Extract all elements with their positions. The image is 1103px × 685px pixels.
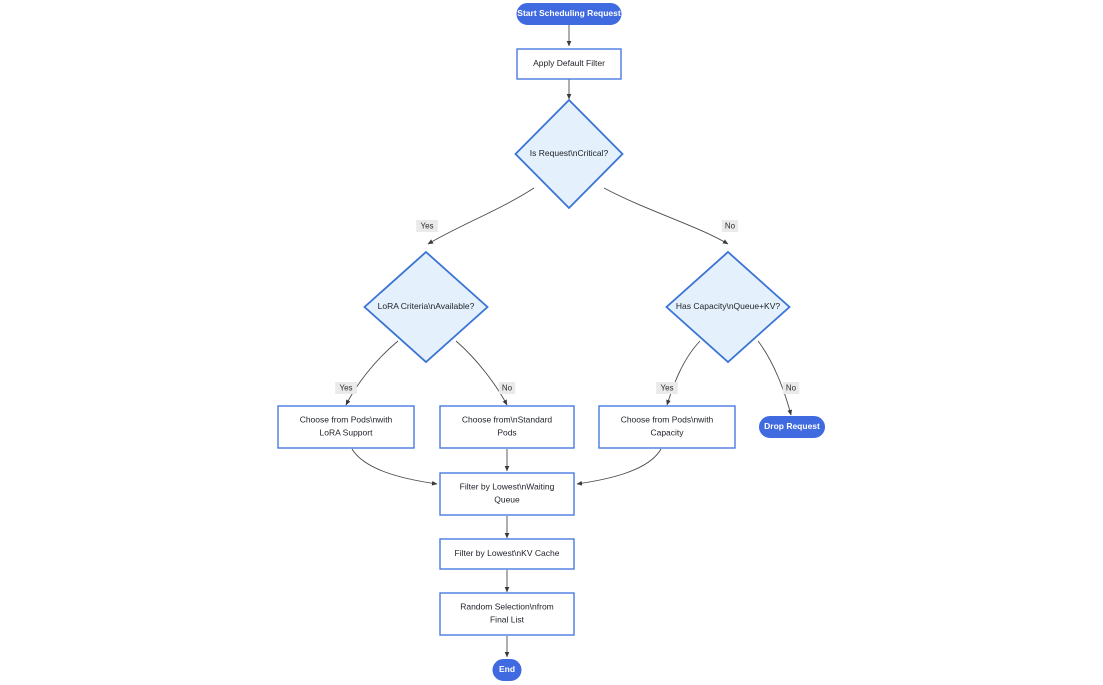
flow-node-is_request_critical[interactable]: Is Request\nCritical? (514, 98, 624, 210)
decision-shape (665, 250, 791, 364)
process-shape (516, 48, 622, 80)
flow-node-drop_request[interactable]: Drop Request (759, 416, 825, 438)
process-shape (598, 405, 736, 449)
edge-label-background (782, 382, 800, 394)
flow-node-end[interactable]: End (492, 659, 522, 681)
process-shape (439, 592, 575, 636)
edge-label-label-lora-no: No (498, 382, 516, 394)
terminal-shape (492, 659, 522, 681)
flow-edge (345, 340, 399, 406)
process-shape (439, 472, 575, 516)
flow-edge (757, 340, 792, 416)
flow-node-apply_default_filter[interactable]: Apply Default Filter (516, 48, 622, 80)
process-shape (439, 538, 575, 570)
edge-label-label-critical-no: No (721, 220, 739, 232)
node-label: LoRA Criteria\nAvailable? (378, 301, 475, 311)
decision-shape (514, 98, 624, 210)
node-label: Start Scheduling Request (517, 8, 621, 18)
node-label: Has Capacity\nQueue+KV? (676, 301, 780, 311)
edge-label-text: No (502, 384, 513, 393)
flow-edge (576, 448, 662, 486)
edge-label-background (656, 382, 678, 394)
flow-edge (427, 187, 535, 245)
flow-edge (351, 448, 438, 486)
node-label: Filter by Lowest\nKV Cache (455, 548, 560, 558)
edge-label-text: Yes (660, 384, 673, 393)
edge-label-background (335, 382, 357, 394)
flow-edge (455, 340, 508, 406)
edge-label-background (416, 220, 438, 232)
terminal-shape (516, 3, 622, 25)
edge-label-label-critical-yes: Yes (416, 220, 438, 232)
node-label: End (499, 664, 515, 674)
node-label: Apply Default Filter (533, 58, 605, 68)
edge-label-label-lora-yes: Yes (335, 382, 357, 394)
terminal-shape (759, 416, 825, 438)
flow-node-filter_kv_cache[interactable]: Filter by Lowest\nKV Cache (439, 538, 575, 570)
flow-node-has_capacity[interactable]: Has Capacity\nQueue+KV? (665, 250, 791, 364)
node-label: Drop Request (764, 421, 820, 431)
flow-edge (666, 340, 701, 406)
flow-node-start[interactable]: Start Scheduling Request (516, 3, 622, 25)
edge-label-text: No (725, 222, 736, 231)
process-shape (439, 405, 575, 449)
edge-label-label-capacity-no: No (782, 382, 800, 394)
edge-label-text: Yes (339, 384, 352, 393)
edge-label-label-capacity-yes: Yes (656, 382, 678, 394)
decision-shape (363, 250, 489, 364)
edge-label-text: No (786, 384, 797, 393)
edge-label-background (721, 220, 739, 232)
node-label: Is Request\nCritical? (530, 148, 609, 158)
flow-edge (603, 187, 729, 245)
process-shape (277, 405, 415, 449)
flow-node-lora_criteria_available[interactable]: LoRA Criteria\nAvailable? (363, 250, 489, 364)
edges-layer (345, 25, 792, 658)
edge-label-text: Yes (420, 222, 433, 231)
edge-label-background (498, 382, 516, 394)
